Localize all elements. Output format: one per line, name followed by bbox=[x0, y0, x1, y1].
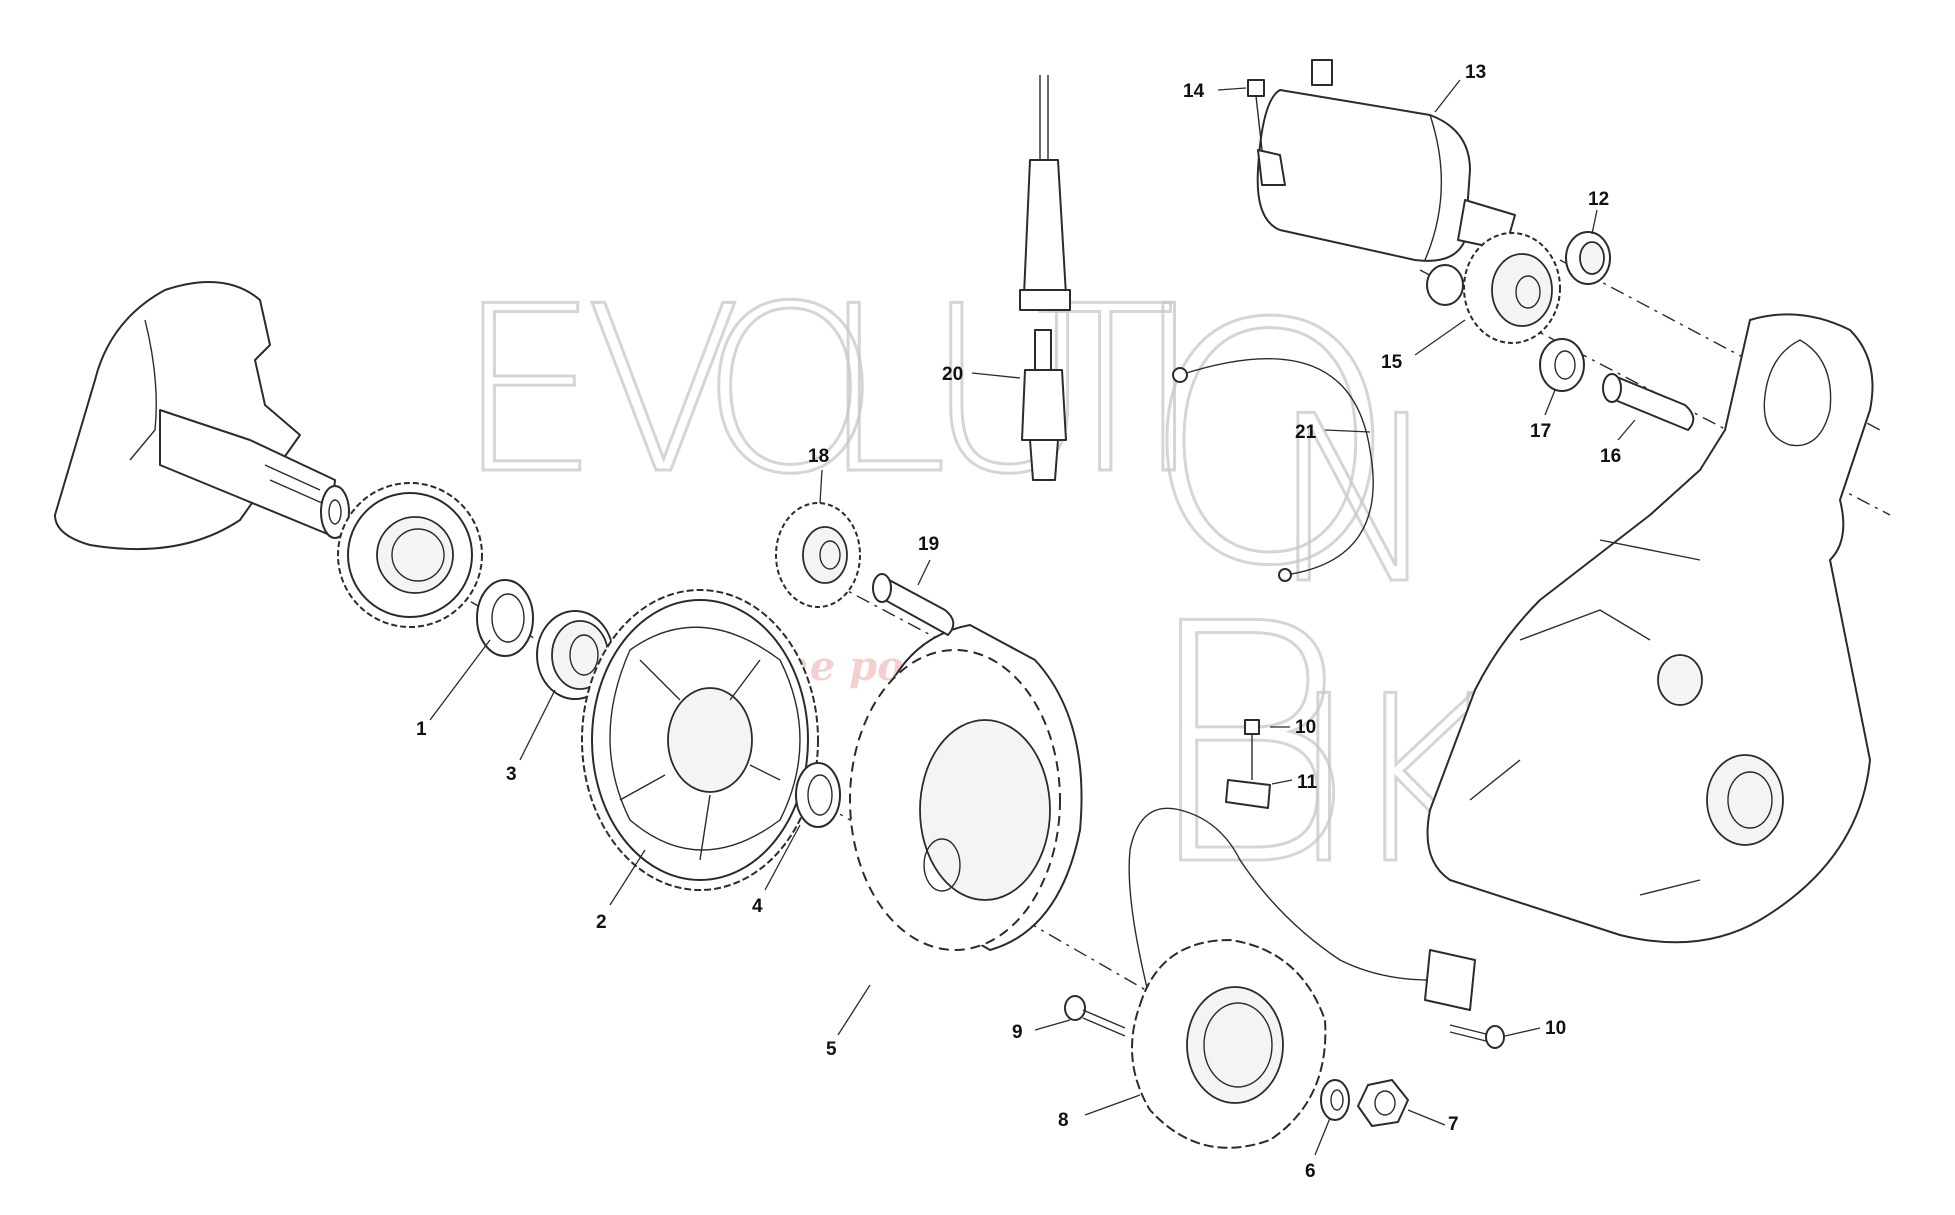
part-20-spark-plug bbox=[1019, 75, 1071, 481]
callout-18: 18 bbox=[808, 446, 829, 467]
part-15-reduction-gear bbox=[1426, 232, 1561, 344]
callout-10-lower: 10 bbox=[1545, 1018, 1566, 1039]
callout-3: 3 bbox=[506, 764, 517, 785]
callout-10-upper: 10 bbox=[1295, 717, 1316, 738]
callout-19: 19 bbox=[918, 534, 939, 555]
callouts: 1 2 3 4 5 6 7 8 9 10 10 11 12 13 14 15 1… bbox=[416, 62, 1621, 1182]
callout-16: 16 bbox=[1600, 446, 1621, 467]
part-1-crank-gear bbox=[337, 482, 483, 628]
callout-2: 2 bbox=[596, 912, 607, 933]
part-18-idler-gear bbox=[775, 502, 861, 608]
part-12-bearing bbox=[1565, 231, 1611, 285]
callout-20: 20 bbox=[942, 364, 963, 385]
part-8-stator bbox=[1128, 807, 1476, 1149]
part-5-flywheel bbox=[849, 624, 1083, 951]
part-17-bushing bbox=[1539, 338, 1585, 392]
callout-7: 7 bbox=[1448, 1114, 1459, 1135]
watermark-letter: O bbox=[1140, 254, 1400, 638]
callout-5: 5 bbox=[826, 1039, 837, 1060]
watermark-letter: V bbox=[585, 258, 742, 525]
callout-1: 1 bbox=[416, 719, 427, 740]
callout-21: 21 bbox=[1295, 422, 1317, 443]
watermark-letter: N bbox=[1270, 368, 1442, 635]
part-21-ground-wire bbox=[1172, 357, 1374, 582]
part-19-shaft-pin bbox=[872, 573, 955, 636]
part-10-11-clamp bbox=[1225, 719, 1271, 809]
part-7-nut bbox=[1357, 1079, 1409, 1127]
part-6-washer bbox=[1320, 1079, 1350, 1121]
callout-12: 12 bbox=[1588, 189, 1609, 210]
part-4-washer bbox=[795, 762, 841, 828]
part-2-starter-gear bbox=[581, 589, 819, 891]
callout-14: 14 bbox=[1183, 81, 1205, 102]
callout-9: 9 bbox=[1012, 1022, 1023, 1043]
watermark-letter: O bbox=[700, 258, 881, 525]
crankshaft bbox=[54, 281, 350, 551]
callout-8: 8 bbox=[1058, 1110, 1069, 1131]
part-14-bolt bbox=[1247, 79, 1265, 151]
watermark-letter: I bbox=[1135, 258, 1203, 525]
callout-4: 4 bbox=[752, 896, 763, 917]
part-9-bolt bbox=[1064, 995, 1126, 1037]
crankcase-cover bbox=[1426, 313, 1874, 944]
watermark-letter: I bbox=[1290, 648, 1358, 915]
leader-lines bbox=[429, 79, 1636, 1156]
callout-13: 13 bbox=[1465, 62, 1486, 83]
watermark-letter: L bbox=[820, 258, 948, 525]
part-1-washer bbox=[476, 579, 534, 657]
watermark-letter: B bbox=[1140, 554, 1356, 938]
part-16-shaft bbox=[1602, 373, 1695, 431]
callout-17: 17 bbox=[1530, 421, 1551, 442]
callout-15: 15 bbox=[1381, 352, 1403, 373]
callout-11: 11 bbox=[1297, 772, 1318, 793]
part-10-bolt-lower bbox=[1449, 1024, 1505, 1049]
callout-6: 6 bbox=[1305, 1161, 1316, 1182]
watermark-letter: E bbox=[455, 258, 600, 525]
part-13-starter-motor bbox=[1256, 59, 1516, 262]
